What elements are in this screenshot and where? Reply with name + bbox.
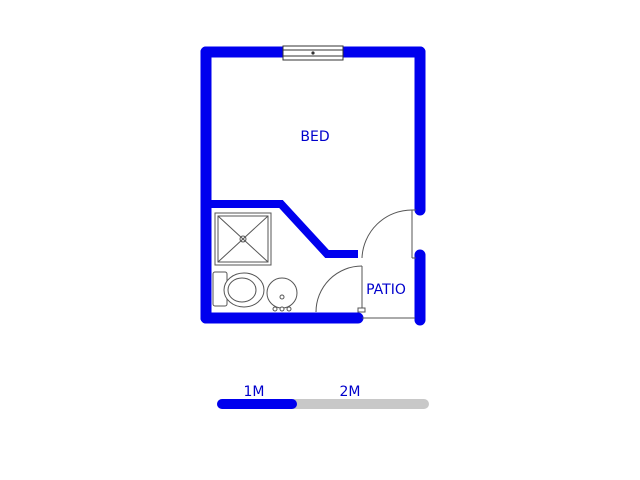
door-bathroom: [315, 265, 366, 313]
door-patio: [361, 209, 416, 259]
room-label-bed: BED: [300, 129, 329, 145]
scale-label-1m: 1M: [244, 384, 265, 400]
basin-icon: [266, 277, 298, 312]
scale-label-2m: 2M: [340, 384, 361, 400]
walls: [200, 46, 426, 326]
window: [282, 45, 344, 61]
shower-icon: [214, 212, 272, 266]
room-label-patio: PATIO: [366, 282, 406, 298]
scale-bar: 1M 2M: [217, 384, 429, 409]
toilet-icon: [212, 271, 265, 308]
wall-bathroom-partition: [209, 200, 358, 258]
